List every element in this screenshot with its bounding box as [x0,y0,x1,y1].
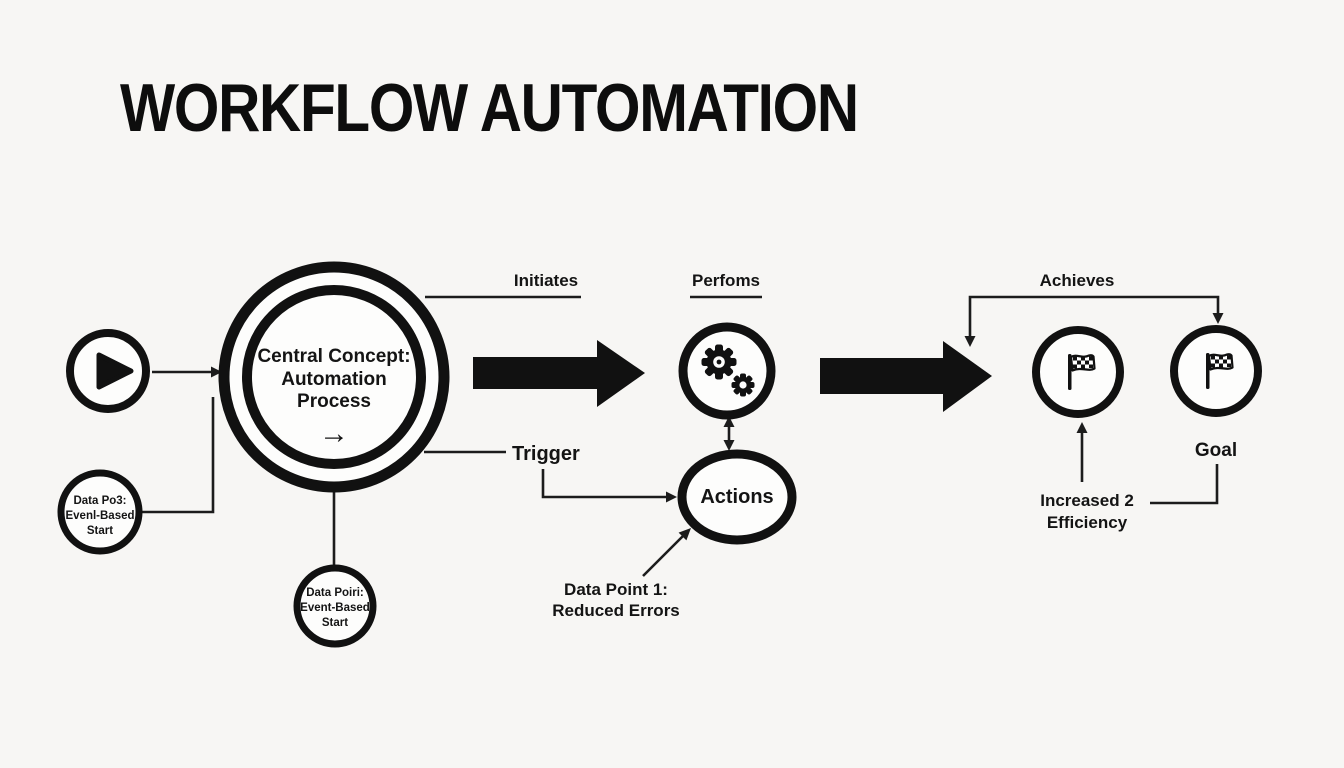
datapoint3-line-1: Data Po3: [73,495,127,507]
label-trigger: Trigger [512,443,580,465]
checkered-flag-icon [1068,354,1096,390]
achieves-bracket [968,295,1220,338]
connector-datapoint1-to-actions [642,534,685,577]
outcome-node-1 [1032,326,1124,418]
actions-node [677,449,797,545]
connector-datapoint3-elbow [141,397,215,514]
datapoint3-line-3: Start [86,525,114,537]
datapoint1-text: Data Point 1: Reduced Errors [536,579,696,621]
connector-goal-elbow [1150,464,1219,505]
central-line-1: Central Concept: [257,346,411,367]
arrowhead-up-gears [723,416,735,427]
block-arrow-2 [820,341,992,412]
block-arrow-1 [473,340,645,407]
arrowhead-down-actions [723,440,735,451]
start-node [66,329,150,413]
label-initiates: Initiates [513,271,579,290]
actions-label: Actions [700,486,774,508]
arrowhead-up-flag [1076,422,1088,433]
increased-line-1: Increased 2 [1040,491,1134,510]
label-achieves: Achieves [1039,271,1115,290]
page-title: WORKFLOW AUTOMATION [120,70,859,146]
datapoint3-line-2: Evenl-Based [65,510,135,522]
arrowhead-into-actions [666,491,677,503]
process-node [678,322,776,420]
arrowhead-achieves-right [1212,313,1224,324]
datapoint3-node [57,469,143,555]
datapoint-event-text: Data Poiri: Event-Based Start [293,586,377,631]
datapoint-event-line-3: Start [321,617,349,629]
datapoint1-line-1: Data Point 1: [564,580,668,599]
central-concept-text: Central Concept: Automation Process [244,346,424,414]
gears-icon [701,344,755,397]
connector-lines [141,295,1220,577]
datapoint1-line-2: Reduced Errors [552,601,680,620]
play-icon [96,352,134,390]
increased-line-2: Efficiency [1046,513,1128,532]
central-concept-node [218,261,450,493]
datapoint-event-line-1: Data Poiri: [306,587,364,599]
outcome-node-2 [1170,325,1262,417]
checkered-flag-icon [1206,353,1234,389]
right-arrow-glyph: → [319,417,349,450]
arrowhead-diagonal-actions [678,528,691,541]
increased-efficiency-text: Increased 2 Efficiency [1032,490,1142,534]
arrowhead-achieves-left [964,336,976,347]
arrowhead-into-central [211,366,222,378]
central-line-2: Automation [281,368,387,390]
label-performs: Perfoms [691,271,761,290]
arrowheads [211,313,1224,541]
connector-trigger-to-actions [541,469,666,499]
datapoint-event-node [293,564,377,648]
label-goal: Goal [1194,440,1238,461]
datapoint3-text: Data Po3: Evenl-Based Start [58,494,142,539]
central-line-3: Process [297,391,371,412]
datapoint-event-line-2: Event-Based [300,602,370,614]
